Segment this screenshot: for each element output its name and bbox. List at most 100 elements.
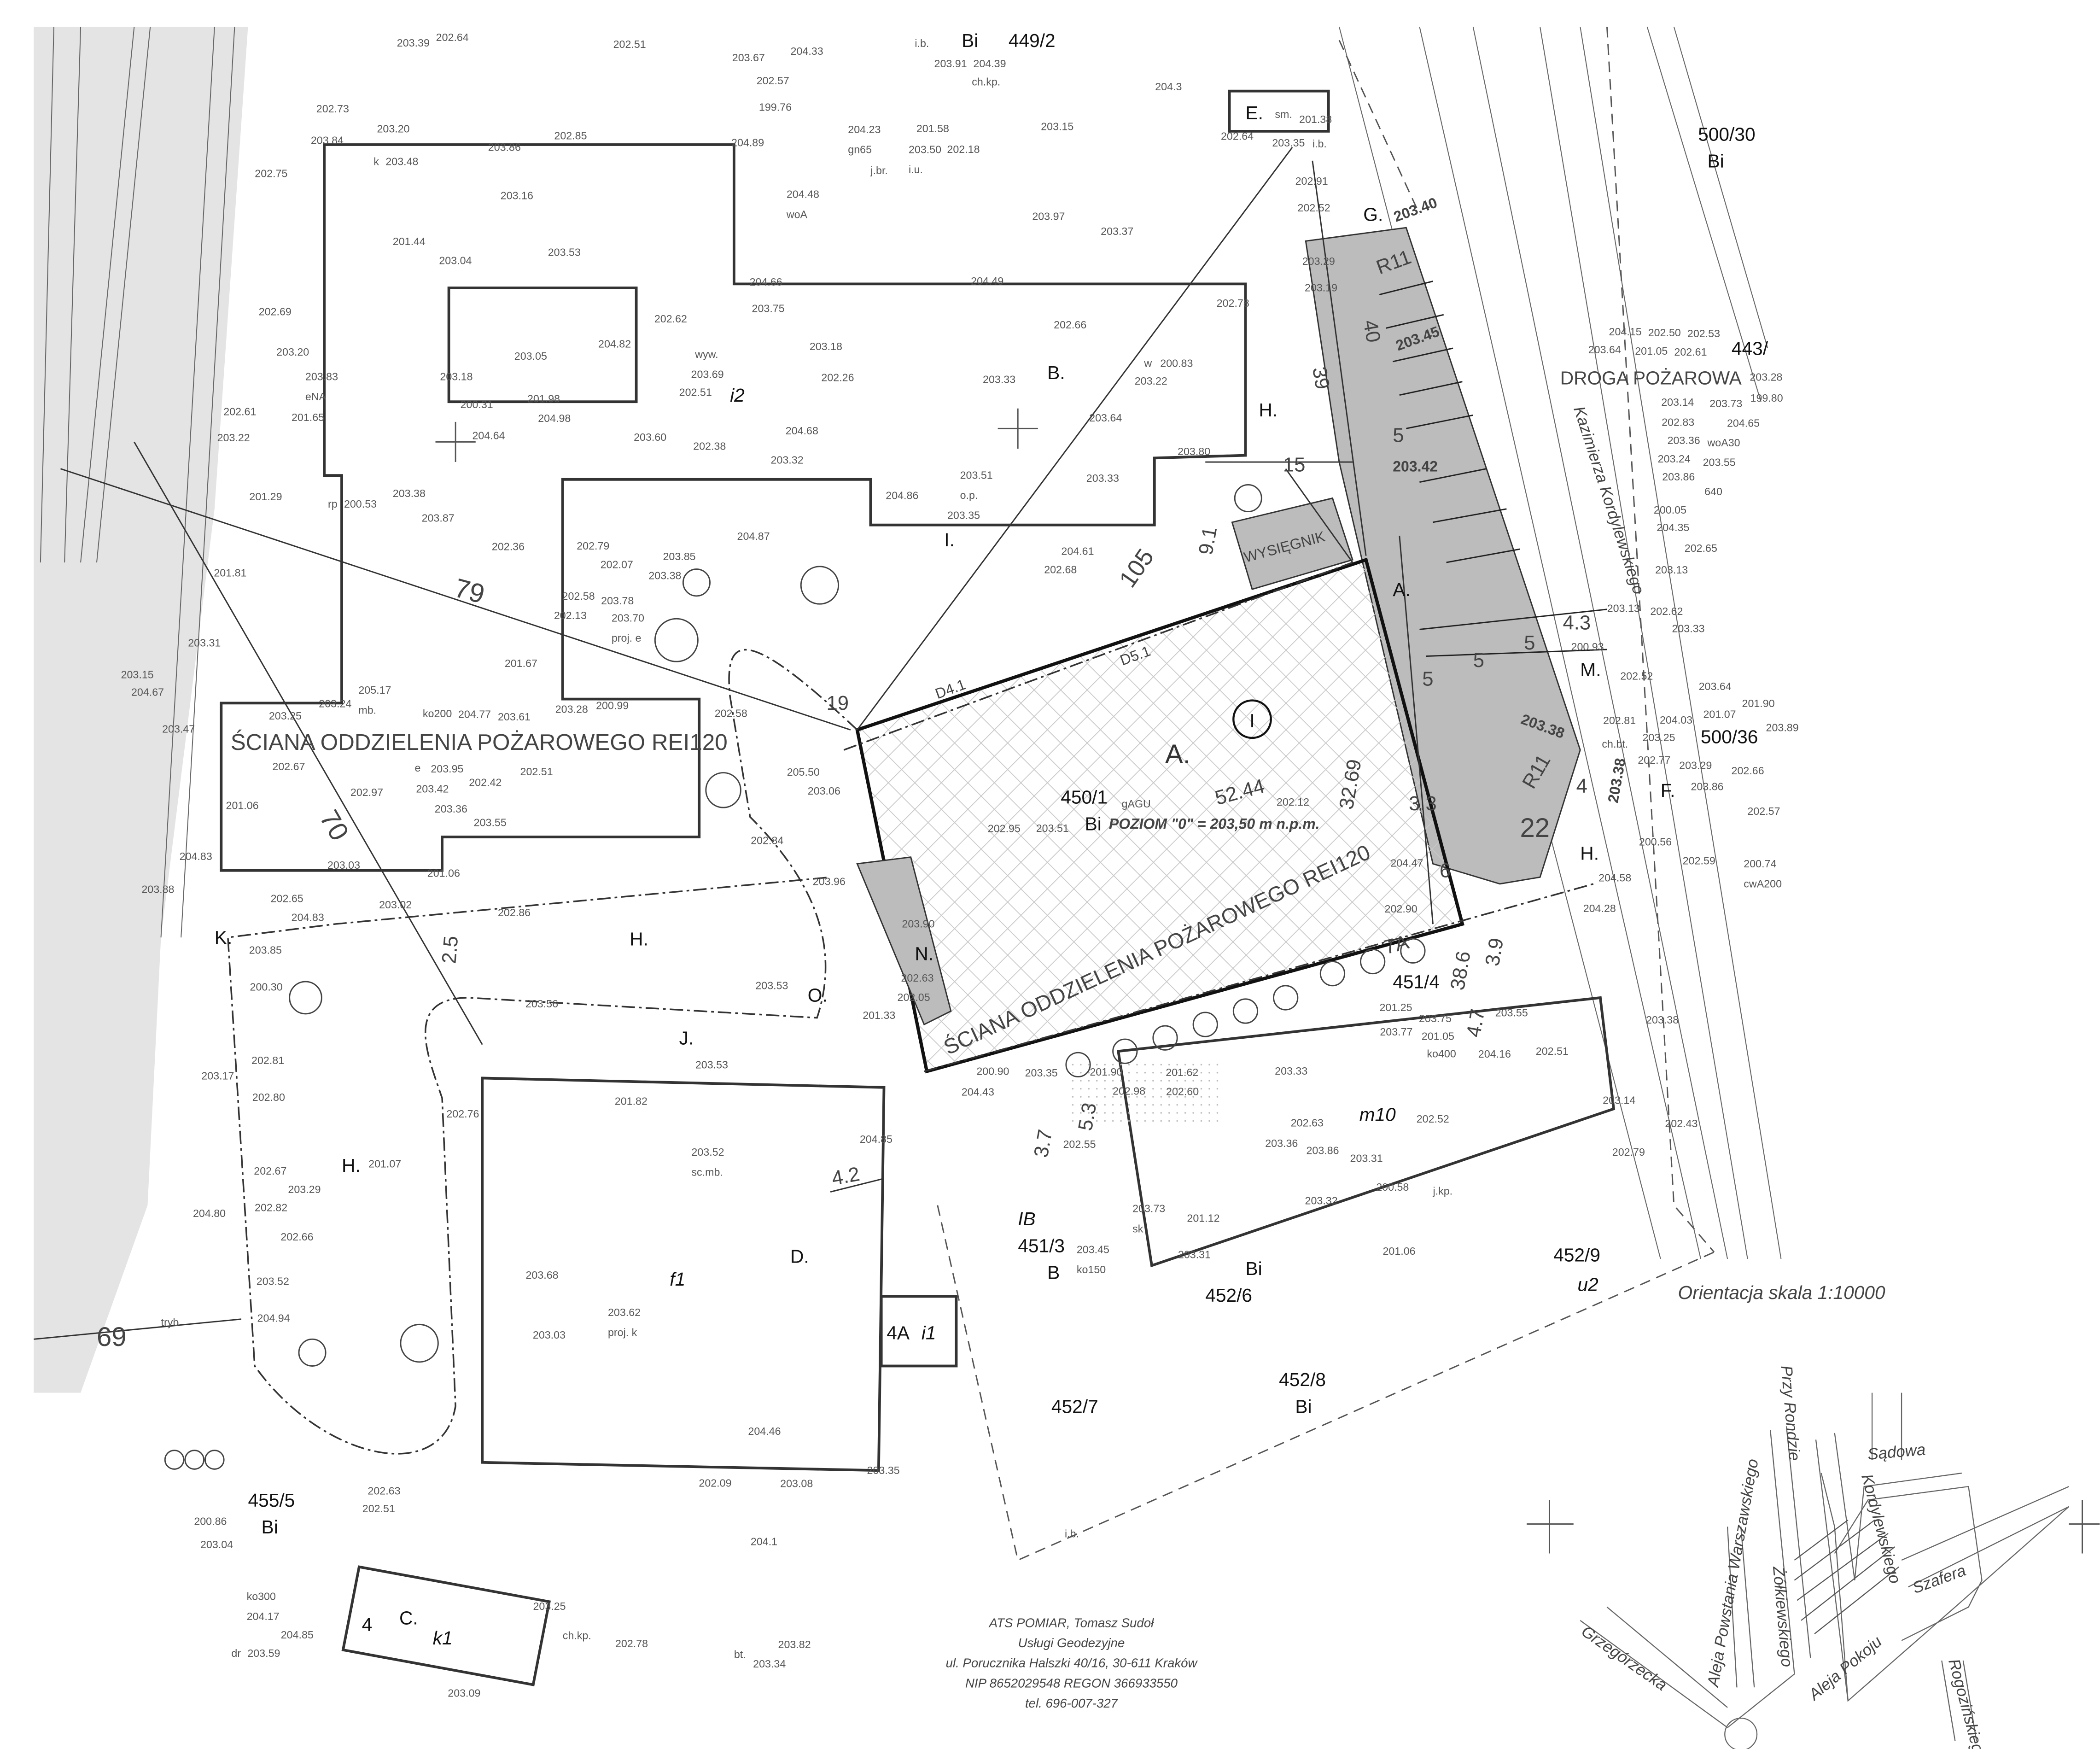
spot-elevation: 202.66 [1732,765,1764,777]
dimension: 4.2 [830,1163,861,1190]
landuse: m10 [1359,1104,1396,1125]
spot-elevation: 202.60 [1166,1085,1199,1097]
spot-elevation: 203.75 [752,303,785,315]
spot-elevation: 203.37 [1101,225,1133,237]
dimension: 105 [1114,544,1160,592]
utility-code: proj. k [608,1326,637,1338]
spot-elevation: 202.95 [988,823,1021,835]
label-o: O. [808,985,828,1006]
courtyard-b [447,287,638,404]
spot-elevation: 204.65 [1727,417,1760,429]
spot-elevation: 204.47 [1390,857,1423,869]
spot-elevation: 201.29 [249,491,282,503]
street-szafera: Szafera [1910,1562,1968,1597]
parcel: 451/3 [1018,1235,1065,1256]
dimension: 4.7 [1463,1007,1489,1039]
dimension: 5 [1524,632,1535,654]
utility-code: ko150 [1077,1263,1106,1275]
spot-elevation: 202.57 [757,75,789,87]
spot-elevation: 204.83 [180,850,212,862]
street-aleja-powstania-warszawskiego: Aleja Powstania Warszawskiego [1704,1457,1762,1689]
spot-elevation: 202.55 [1063,1138,1096,1150]
utility-code: sc.mb. [691,1166,723,1178]
label-j: J. [679,1028,694,1049]
spot-elevation: 201.90 [1090,1066,1122,1078]
spot-elevation: 203.25 [269,710,302,722]
spot-elevation: 203.85 [663,550,695,562]
spot-elevation: 204.3 [1155,81,1182,93]
spot-elevation: 203.45 [1077,1243,1109,1255]
spot-elevation: 203.18 [810,340,842,352]
utility-code: ch.bt. [1602,738,1628,750]
utility-code: dr [231,1647,241,1659]
label-h2: H. [630,929,648,950]
utility-code: eNA [305,391,327,403]
spot-elevation: 202.63 [901,972,933,984]
spot-elevation: 203.14 [1603,1094,1635,1106]
fire-road [1305,227,1581,885]
landuse: u2 [1577,1274,1598,1295]
spot-elevation: 201.05 [1635,345,1668,357]
spot-elevation: 204.87 [737,530,770,542]
spot-elevation: 203.28 [1750,371,1782,383]
spot-elevation: 203.35 [947,509,980,521]
spot-elevation: 203.52 [257,1275,289,1287]
spot-elevation: 202.52 [1620,670,1653,682]
spot-elevation: 202.42 [469,776,502,788]
dimension: 3.7 [1030,1128,1057,1159]
surveyor-ids: NIP 8652029548 REGON 366933550 [965,1676,1178,1690]
surveyor-phone: tel. 696-007-327 [1025,1696,1119,1710]
label-i: I. [944,529,955,550]
spot-elevation: 200.30 [250,981,283,993]
spot-elevation: 203.17 [201,1070,234,1082]
spot-elevation: 203.15 [1041,121,1073,133]
spot-elevation: 202.73 [316,103,349,115]
utility-code: proj. e [612,632,642,644]
spot-elevation: 199.76 [759,101,792,113]
spot-elevation: 202.09 [699,1477,731,1489]
spot-elevation: 202.75 [255,168,287,180]
level-zero-label: POZIOM "0" = 203,50 m n.p.m. [1109,816,1320,832]
spot-elevation: 203.35 [1272,137,1305,149]
parcel: 455/5 [248,1490,295,1511]
dimension: 2.5 [438,935,462,965]
utility-code: 640 [1704,486,1722,497]
spot-elevation: 203.36 [435,803,467,815]
roundabout [1724,1717,1758,1749]
label-a-fire-road: A. [1393,579,1410,600]
spot-elevation: 202.67 [254,1165,286,1177]
green-strip [34,27,248,1393]
spot-elevation: 203.35 [1025,1067,1058,1079]
parcel: 452/7 [1051,1396,1098,1417]
spot-elevation: 204.89 [731,136,764,148]
spot-elevation: 203.33 [1275,1065,1307,1077]
driveway-loop [227,649,858,1455]
spot-elevation: 203.05 [514,350,547,362]
dimension: 6 [1440,860,1451,882]
spot-elevation: 203.08 [780,1478,813,1490]
spot-elevation: 202.79 [1612,1146,1645,1158]
spot-elevation: 203.15 [121,669,154,681]
parcel: 451/4 [1393,971,1440,993]
spot-elevation: 203.80 [1178,445,1210,457]
spot-elevation: 203.20 [377,123,409,135]
spot-elevation: 204.82 [598,338,631,350]
dimension: 5 [1393,424,1404,446]
site-location-hatch [1794,1519,1899,1634]
spot-elevation: 203.29 [1302,255,1335,267]
dimension: 5.3 [1074,1101,1101,1132]
surveyor-address: ul. Porucznika Halszki 40/16, 30-611 Kra… [946,1656,1198,1670]
utility-code: e [414,762,420,774]
spot-elevation: 203.87 [422,512,455,524]
spot-elevation: 202.78 [615,1638,648,1650]
spot-elevation: 203.64 [1588,344,1621,356]
label-n: N. [915,943,933,965]
spot-elevation: 202.66 [1054,319,1086,331]
spot-elevation: 200.99 [596,700,629,712]
spot-elevation: 202.85 [554,130,587,142]
building-m10 [1116,996,1616,1268]
spot-elevation: 204.61 [1061,545,1094,557]
parcel-boundary [1606,27,1715,1253]
spot-elevation: 204.23 [848,123,881,135]
